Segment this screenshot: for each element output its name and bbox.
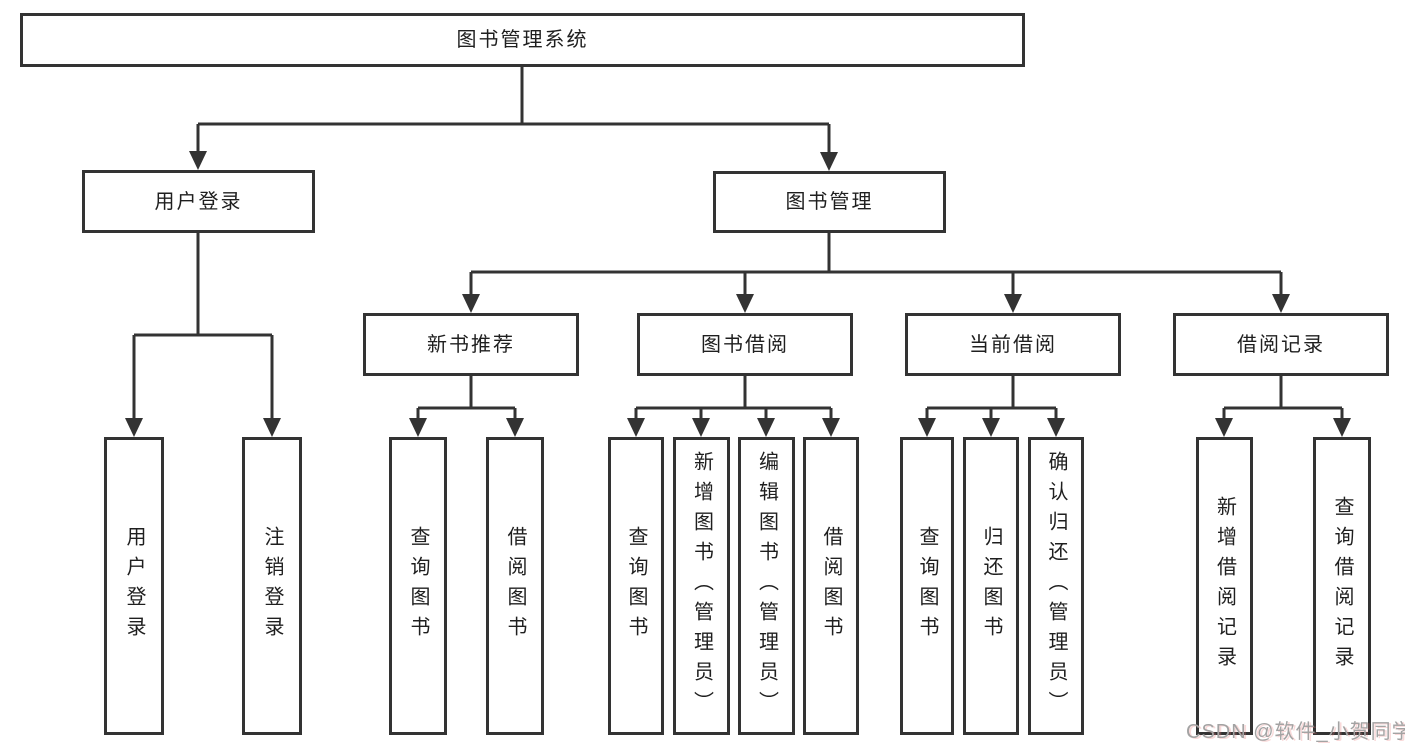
node-leaf-add-borrow-record: 新增借阅记录 [1196,437,1253,735]
node-book-management-label: 图书管理 [785,191,874,213]
node-leaf-confirm-return-admin-label: 确认归还（管理员） [1045,451,1067,721]
node-new-book-recommend-label: 新书推荐 [427,333,515,356]
connector-new-book-recommend-to-leaves [409,376,524,437]
connector-user-login-to-leaves [125,233,281,437]
node-current-borrow-label: 当前借阅 [969,333,1057,356]
node-new-book-recommend: 新书推荐 [363,313,579,376]
csdn-watermark: CSDN @软件_小贺同学 [1186,721,1405,743]
node-leaf-add-borrow-record-label: 新增借阅记录 [1213,496,1236,676]
node-library-management-system: 图书管理系统 [20,13,1025,67]
connector-current-borrow-to-leaves [918,376,1065,437]
node-leaf-edit-books-admin: 编辑图书（管理员） [738,437,795,735]
node-leaf-query-books-2-label: 查询图书 [625,526,647,646]
node-book-management: 图书管理 [713,171,946,233]
node-leaf-return-books-label: 归还图书 [980,526,1002,646]
node-borrow-record-label: 借阅记录 [1237,333,1325,356]
node-leaf-query-books-2: 查询图书 [608,437,664,735]
connector-book-borrow-to-leaves [627,376,840,437]
node-user-login: 用户登录 [82,170,315,233]
node-leaf-logout-label: 注销登录 [261,526,283,646]
node-book-borrow-label: 图书借阅 [701,333,789,356]
node-leaf-query-borrow-record-label: 查询借阅记录 [1331,496,1353,676]
node-leaf-borrow-books-2-label: 借阅图书 [820,526,842,646]
node-book-borrow: 图书借阅 [637,313,853,376]
node-leaf-query-books-1-label: 查询图书 [407,526,429,646]
node-leaf-confirm-return-admin: 确认归还（管理员） [1028,437,1084,735]
node-leaf-return-books: 归还图书 [963,437,1019,735]
connector-borrow-record-to-leaves [1215,376,1351,437]
node-library-management-system-label: 图书管理系统 [456,29,589,51]
node-leaf-user-login-label: 用户登录 [123,526,145,646]
node-leaf-add-books-admin: 新增图书（管理员） [673,437,730,735]
node-leaf-query-books-3: 查询图书 [900,437,954,735]
node-leaf-borrow-books-1: 借阅图书 [486,437,544,735]
node-leaf-query-borrow-record: 查询借阅记录 [1313,437,1371,735]
connector-root-to-level2 [189,67,838,171]
connector-book-management-to-level3 [462,233,1290,313]
node-leaf-borrow-books-1-label: 借阅图书 [504,526,526,646]
node-leaf-borrow-books-2: 借阅图书 [803,437,859,735]
node-leaf-add-books-admin-label: 新增图书（管理员） [690,451,713,721]
node-leaf-query-books-1: 查询图书 [389,437,447,735]
node-leaf-edit-books-admin-label: 编辑图书（管理员） [755,451,778,721]
node-user-login-label: 用户登录 [154,190,243,213]
node-leaf-user-login: 用户登录 [104,437,164,735]
node-borrow-record: 借阅记录 [1173,313,1389,376]
node-leaf-query-books-3-label: 查询图书 [916,526,938,646]
node-leaf-logout: 注销登录 [242,437,302,735]
node-current-borrow: 当前借阅 [905,313,1121,376]
